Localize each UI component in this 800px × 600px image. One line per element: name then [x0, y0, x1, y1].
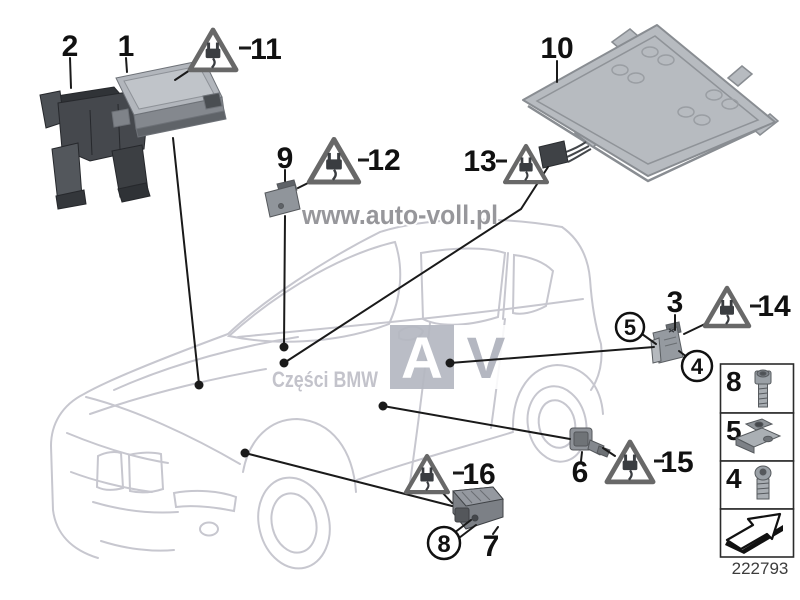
bolt-icon [754, 369, 772, 408]
leader-dot [445, 358, 455, 368]
callout-16: 16 [462, 458, 495, 491]
callout-13: 13 [463, 145, 496, 178]
circled-callout-8 [426, 525, 462, 561]
callout-1: 1 [118, 30, 135, 63]
circled-callout-4 [680, 349, 714, 383]
legend-label-8: 8 [726, 366, 742, 397]
leader-dot [194, 380, 204, 390]
callout-labels: 1 2 11 9 12 10 13 3 14 6 15 16 7 [62, 30, 791, 563]
callout-12: 12 [367, 144, 400, 177]
leader-dot [378, 401, 388, 411]
callout-6: 6 [572, 456, 589, 489]
logo-square-v [454, 325, 518, 389]
part-9-sensor [264, 179, 301, 218]
circled-callout-5 [614, 311, 646, 343]
part-10-roof-plate [522, 24, 780, 183]
part-2-bracket [39, 86, 161, 210]
warning-triangle-14 [705, 288, 749, 326]
screw-icon [754, 465, 772, 500]
leader-dot [279, 342, 289, 352]
drawing-number: 222793 [732, 559, 789, 578]
watermark-caption: Części BMW [272, 367, 378, 392]
direction-arrow-icon [725, 512, 783, 554]
part-13-connector [538, 140, 592, 169]
logo-letter-a: A [401, 326, 443, 391]
warning-triangle-15 [607, 442, 653, 482]
car-outline [49, 218, 604, 570]
logo-square-a [390, 325, 454, 389]
leader-dot [279, 358, 289, 368]
callout-15: 15 [660, 446, 693, 479]
warning-triangle-12 [309, 139, 358, 182]
callout-3: 3 [667, 286, 684, 319]
part-7-control-unit [451, 486, 504, 530]
circled-callouts: 5 4 8 [426, 311, 714, 561]
watermark-logo: A V www.auto-voll.pl Części BMW [271, 198, 518, 394]
part-3-sensor [650, 321, 684, 364]
circled-callout-8-label: 8 [437, 531, 450, 558]
callout-2: 2 [62, 30, 79, 63]
part-1-control-module [111, 59, 227, 138]
callout-14: 14 [757, 290, 791, 323]
leader-dot [240, 448, 250, 458]
circled-callout-5-label: 5 [624, 315, 636, 340]
callout-11: 11 [250, 33, 282, 66]
callout-10: 10 [540, 32, 573, 65]
legend-label-4: 4 [726, 463, 742, 494]
circled-callout-4-label: 4 [691, 354, 704, 379]
watermark-site: www.auto-voll.pl [301, 200, 498, 230]
warning-triangle-11 [190, 30, 236, 70]
legend-panel: 8 5 4 [719, 363, 795, 558]
callout-7: 7 [483, 530, 500, 563]
part-6-sensor [569, 427, 611, 458]
clamp-nut-icon [734, 418, 782, 454]
callout-9: 9 [277, 142, 294, 175]
